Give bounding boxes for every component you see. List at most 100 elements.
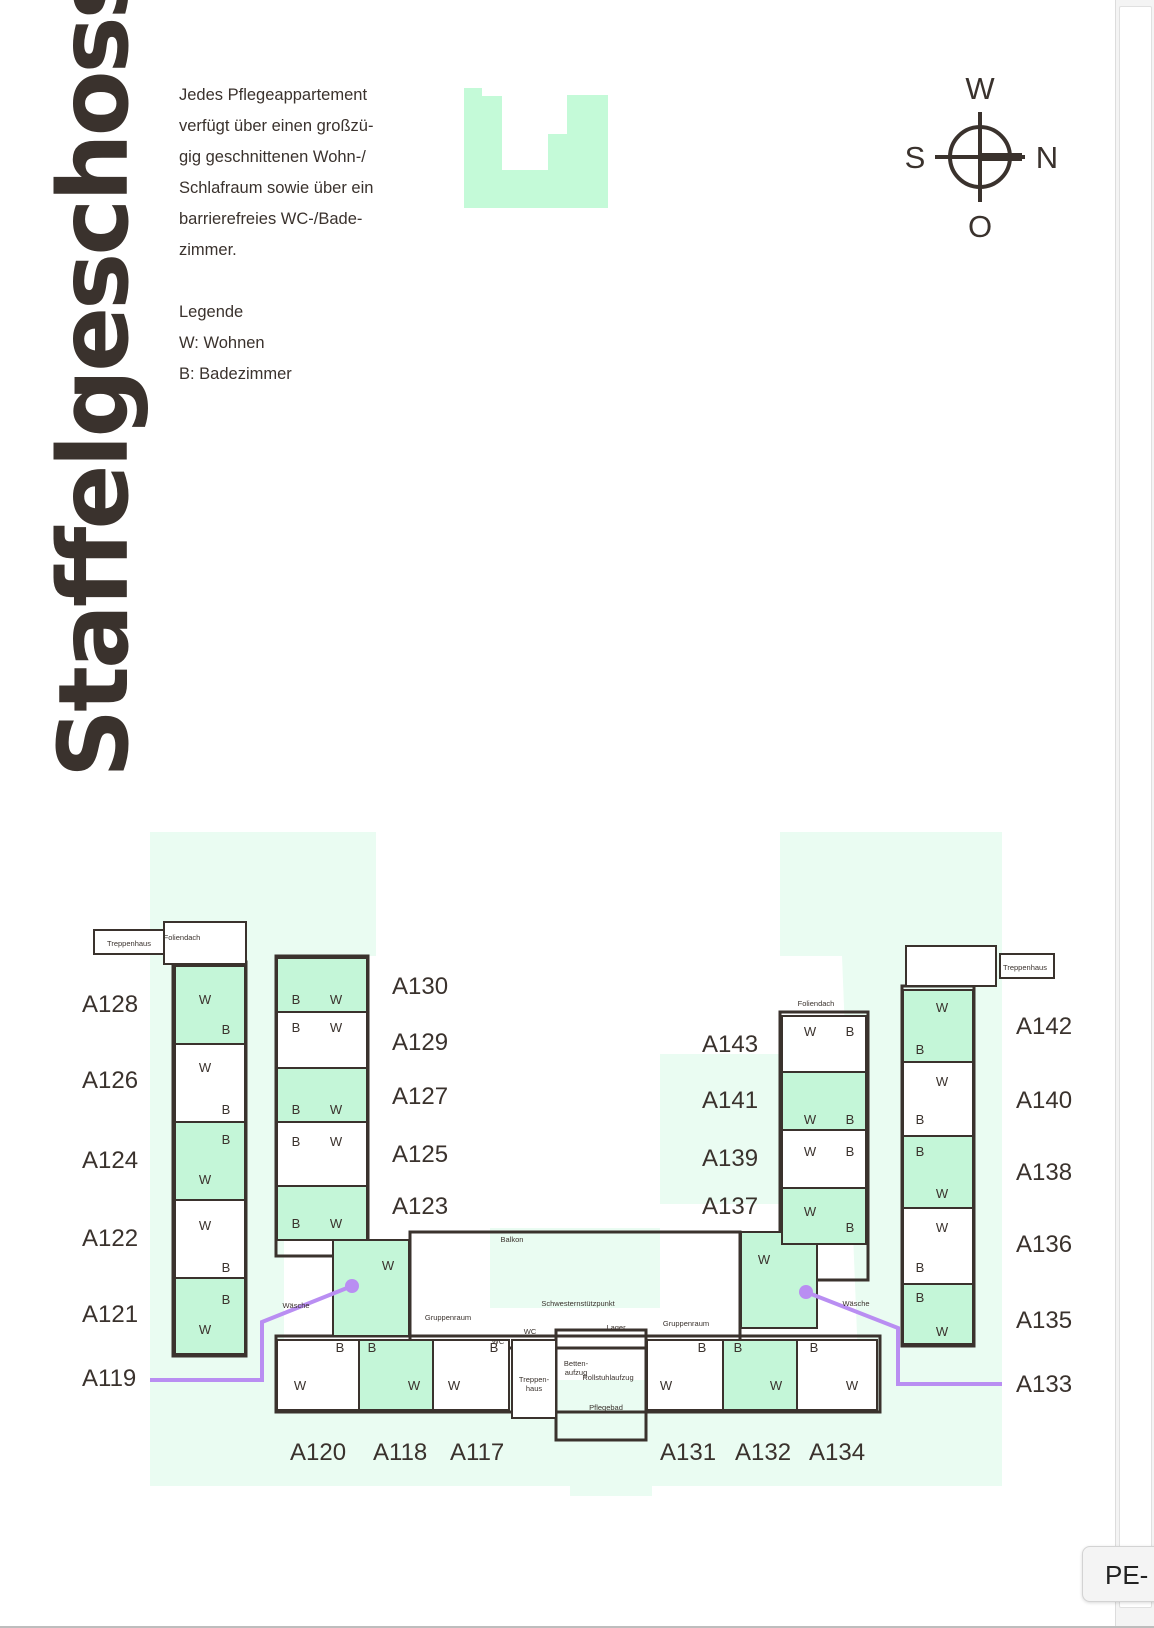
- unit-a123: A123: [392, 1193, 448, 1220]
- room-w: W: [199, 1172, 212, 1187]
- label-treppenhaus-center: Treppen-: [519, 1375, 550, 1384]
- room-w: W: [660, 1378, 673, 1393]
- room-w: W: [448, 1378, 461, 1393]
- room-w: W: [199, 1322, 212, 1337]
- intro-text: Jedes Pflegeappartement verfügt über ein…: [179, 80, 409, 266]
- label-lager: Lager: [606, 1323, 626, 1332]
- unit-a143: A143: [702, 1031, 758, 1058]
- room-b: B: [292, 1102, 301, 1117]
- room-w: W: [804, 1204, 817, 1219]
- room-b: B: [698, 1340, 707, 1355]
- intro-line: verfügt über einen großzü-: [179, 117, 374, 135]
- label-waesche: Wäsche: [842, 1299, 869, 1308]
- label-foliendach: Foliendach: [798, 999, 835, 1008]
- intro-line: zimmer.: [179, 241, 237, 259]
- label-pflegebad: Pflegebad: [589, 1403, 623, 1412]
- room-b: B: [490, 1340, 499, 1355]
- unit-a139: A139: [702, 1145, 758, 1172]
- room-b: B: [222, 1292, 231, 1307]
- legend-heading: Legende: [179, 303, 244, 321]
- route-dot-right: [799, 1285, 813, 1299]
- room-w: W: [804, 1024, 817, 1039]
- label-treppenhaus-center: haus: [526, 1384, 543, 1393]
- intro-line: barrierefreies WC-/Bade-: [179, 210, 363, 228]
- unit-a132: A132: [735, 1439, 791, 1466]
- room-w: W: [330, 1020, 343, 1035]
- room-b: B: [846, 1220, 855, 1235]
- compass-o: O: [968, 209, 992, 244]
- label-bettenaufzug: Betten-: [564, 1359, 589, 1368]
- pe-tab-label: PE-: [1105, 1560, 1149, 1590]
- room-w: W: [199, 1218, 212, 1233]
- room-b: B: [846, 1024, 855, 1039]
- room-w: W: [330, 1134, 343, 1149]
- room-b: B: [846, 1112, 855, 1127]
- compass-w: W: [965, 71, 995, 106]
- unit-a142: A142: [1016, 1013, 1072, 1040]
- apartment-white: [93, 921, 1055, 1419]
- room-w: W: [804, 1144, 817, 1159]
- unit-a118: A118: [373, 1439, 427, 1466]
- keyplan-thumbnail: [464, 88, 608, 208]
- room-b: B: [292, 992, 301, 1007]
- unit-a121: A121: [82, 1301, 138, 1328]
- label-bettenaufzug: aufzug: [565, 1368, 588, 1377]
- label-rollstuhlaufzug: Rollstuhlaufzug: [582, 1373, 633, 1382]
- floor-plan: W B W B B W W B B W B W B W B W B W B W …: [82, 832, 1072, 1496]
- vertical-scrollbar[interactable]: [1115, 0, 1154, 1628]
- unit-labels: A128 A126 A124 A122 A121 A119 A130 A129 …: [82, 973, 1072, 1466]
- unit-a137: A137: [702, 1193, 758, 1220]
- unit-a138: A138: [1016, 1159, 1072, 1186]
- unit-a133: A133: [1016, 1371, 1072, 1398]
- scrollbar-thumb[interactable]: [1119, 6, 1152, 1608]
- unit-a135: A135: [1016, 1307, 1072, 1334]
- unit-a129: A129: [392, 1029, 448, 1056]
- room-w: W: [330, 1102, 343, 1117]
- room-labels: W B W B B W W B B W B W B W B W B W B W …: [199, 992, 949, 1393]
- label-treppenhaus: Treppenhaus: [1003, 963, 1047, 972]
- label-foliendach: Foliendach: [164, 933, 201, 942]
- facility-labels: Treppenhaus Treppenhaus Foliendach Folie…: [107, 933, 1047, 1412]
- room-w: W: [758, 1252, 771, 1267]
- room-w: W: [936, 1186, 949, 1201]
- route-lines: [150, 1284, 1002, 1386]
- unit-a117: A117: [450, 1439, 504, 1466]
- unit-a119: A119: [82, 1365, 136, 1392]
- room-b: B: [222, 1132, 231, 1147]
- unit-a134: A134: [809, 1439, 865, 1466]
- unit-a130: A130: [392, 973, 448, 1000]
- room-b: B: [292, 1134, 301, 1149]
- unit-a126: A126: [82, 1067, 138, 1094]
- compass-n: N: [1036, 140, 1058, 175]
- unit-a122: A122: [82, 1225, 138, 1252]
- intro-line: Jedes Pflegeappartement: [179, 86, 368, 104]
- label-balkon: Balkon: [501, 1235, 524, 1244]
- route-dot-left: [345, 1279, 359, 1293]
- room-b: B: [336, 1340, 345, 1355]
- room-w: W: [199, 1060, 212, 1075]
- room-w: W: [936, 1220, 949, 1235]
- room-b: B: [846, 1144, 855, 1159]
- room-w: W: [408, 1378, 421, 1393]
- room-b: B: [810, 1340, 819, 1355]
- divider: [0, 1626, 1154, 1628]
- room-b: B: [222, 1022, 231, 1037]
- unit-a141: A141: [702, 1087, 758, 1114]
- room-b: B: [734, 1340, 743, 1355]
- label-waesche: Wäsche: [282, 1301, 309, 1310]
- room-b: B: [222, 1102, 231, 1117]
- room-b: B: [916, 1290, 925, 1305]
- pe-tab-button[interactable]: PE-: [1082, 1546, 1154, 1602]
- intro-line: gig geschnittenen Wohn-/: [179, 148, 366, 166]
- room-b: B: [222, 1260, 231, 1275]
- unit-a125: A125: [392, 1141, 448, 1168]
- room-b: B: [368, 1340, 377, 1355]
- room-b: B: [916, 1112, 925, 1127]
- unit-a128: A128: [82, 991, 138, 1018]
- apartment-fills: [174, 957, 974, 1411]
- legend-item-b: B: Badezimmer: [179, 365, 292, 383]
- room-w: W: [330, 1216, 343, 1231]
- room-w: W: [846, 1378, 859, 1393]
- room-w: W: [294, 1378, 307, 1393]
